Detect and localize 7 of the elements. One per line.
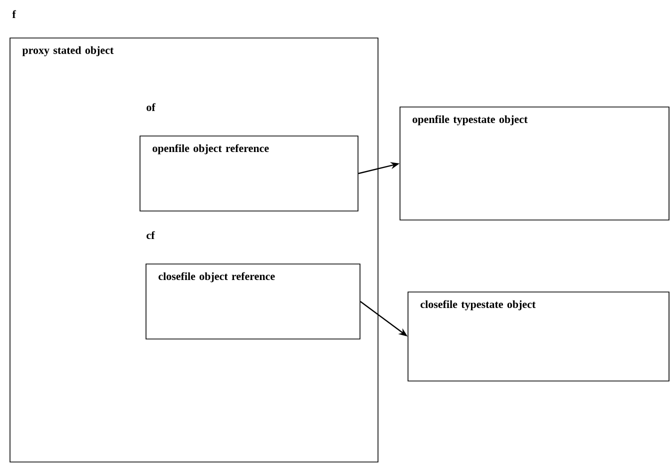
variable-label: cf [146, 231, 155, 240]
box: closefile typestate object [408, 292, 670, 382]
box: openfile typestate object [400, 106, 670, 220]
variable-label: of [146, 103, 156, 112]
box: openfile object reference [140, 136, 358, 212]
box: closefile object reference [146, 264, 360, 340]
variable-label: f [12, 10, 16, 18]
